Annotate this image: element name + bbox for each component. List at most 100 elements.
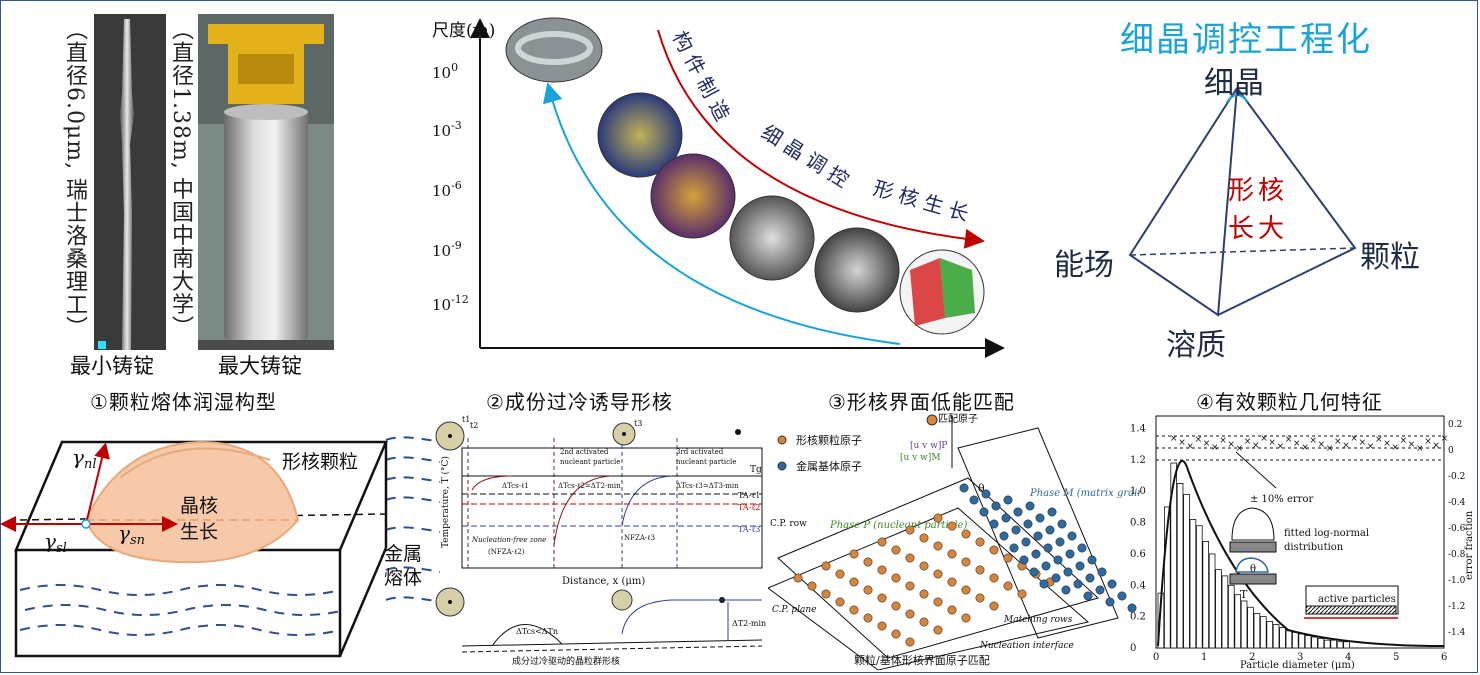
error-cross-17: × xyxy=(1309,436,1317,446)
error-cross-11: × xyxy=(1260,434,1268,444)
particle-atom-3 xyxy=(835,597,845,607)
panel3-matching: 形核颗粒原子 金属基体原子 匹配原子 Phase P (nucleant par… xyxy=(768,413,1140,670)
large-ingot-drawing xyxy=(198,14,334,350)
particle-atom-45 xyxy=(933,513,943,523)
legend-particle-dot xyxy=(777,435,787,445)
legend-matrix-dot xyxy=(777,461,787,471)
particle-atom-20 xyxy=(877,565,887,575)
p2-ta1: TA-ℓ1 xyxy=(738,491,760,500)
matrix-atom-0 xyxy=(959,483,969,493)
uvw-p: [u v w]P xyxy=(910,441,947,451)
label-grain-refinement: 细晶调控 xyxy=(757,120,858,195)
particle-atom-35 xyxy=(989,601,999,611)
hist-bar-3 xyxy=(1176,483,1184,649)
matrix-atom-25 xyxy=(1073,579,1083,589)
hist-bar-14 xyxy=(1247,606,1254,649)
p4-ytick-l-4: 0.8 xyxy=(1130,518,1146,529)
matrix-atom-39 xyxy=(1077,543,1087,553)
scale-ylabel: 尺度(m) xyxy=(432,21,495,41)
p4-xtick-3: 3 xyxy=(1297,652,1303,663)
cp-plane-label: C.P. plane xyxy=(772,605,817,615)
particle-atom-14 xyxy=(891,601,901,611)
particle-atom-19 xyxy=(863,557,873,567)
gamma-sl-sub: sl xyxy=(56,541,67,556)
hist-bar-15 xyxy=(1253,613,1261,649)
p4-ytick-l-0: 0 xyxy=(1130,643,1136,654)
legend-matrix: 金属基体原子 xyxy=(796,459,862,473)
theta-label: θ xyxy=(978,482,985,495)
particle-atom-31 xyxy=(933,569,943,579)
p2-bottom-caption: 成分过冷驱动的晶粒群形核 xyxy=(512,655,620,667)
hist-bar-25 xyxy=(1317,638,1325,649)
hist-bar-19 xyxy=(1279,627,1286,649)
svg-text:γnl: γnl xyxy=(72,445,96,472)
error-cross-33: × xyxy=(1441,434,1449,444)
cp-row-label: C.P. row xyxy=(770,519,807,529)
particle-atom-43 xyxy=(1003,581,1013,591)
p2-xaxis: Distance, x (μm) xyxy=(562,576,645,587)
matrix-atom-24 xyxy=(1063,567,1073,577)
scale-tick-4: 10-12 xyxy=(432,293,469,314)
casting-photo-circle xyxy=(597,92,683,178)
matrix-atom-5 xyxy=(1009,543,1019,553)
p2-third: 3rd activated xyxy=(676,448,724,456)
p4-yaxis-right: error fraction xyxy=(1464,510,1475,580)
p4-ytick-r-5: -0.8 xyxy=(1448,550,1466,560)
p2-nfz-b: NFZA-ℓ3 xyxy=(624,534,655,542)
particle-atom-42 xyxy=(989,573,999,583)
p4-ytick-r-2: -0.2 xyxy=(1448,472,1465,482)
p2-nfz: Nucleation-free zone xyxy=(471,536,546,544)
matrix-atom-10 xyxy=(991,501,1001,511)
p4-ytick-r-6: -1.0 xyxy=(1448,576,1466,586)
error-cross-23: × xyxy=(1359,438,1367,448)
phase-p-label: Phase P (nucleant particle) xyxy=(829,520,967,531)
hist-bar-21 xyxy=(1291,631,1299,649)
matrix-atom-19 xyxy=(1013,507,1023,517)
particle-atom-8 xyxy=(905,637,915,647)
particle-atom-30 xyxy=(919,561,929,571)
matrix-atom-15 xyxy=(1041,561,1051,571)
particle-atom-38 xyxy=(933,541,943,551)
particle-atom-50 xyxy=(1003,553,1013,563)
p2-t2: t2 xyxy=(470,421,478,430)
particle-atom-16 xyxy=(919,617,929,627)
p4-ytick-l-6: 1.2 xyxy=(1130,455,1146,466)
p4-t: T xyxy=(1240,588,1248,601)
large-ingot-caption: 最大铸锭 xyxy=(218,354,302,378)
particle-atom-5 xyxy=(863,613,873,623)
error-cross-9: × xyxy=(1244,437,1252,447)
matrix-atom-38 xyxy=(1067,531,1077,541)
matrix-atom-8 xyxy=(1039,579,1049,589)
particle-atom-44 xyxy=(1017,589,1027,599)
error-cross-3: × xyxy=(1195,435,1203,445)
interface-label: Nucleation interface xyxy=(979,641,1074,651)
matrix-atom-4 xyxy=(999,531,1009,541)
particle-atom-33 xyxy=(961,585,971,595)
particle-atom-49 xyxy=(989,545,999,555)
particle-atom-29 xyxy=(905,553,915,563)
error-cross-16: × xyxy=(1301,443,1309,453)
hist-bar-5 xyxy=(1189,519,1197,649)
label-melt-2: 熔体 xyxy=(384,567,422,589)
matrix-atom-20 xyxy=(1023,519,1033,529)
match-atom-label: 匹配原子 xyxy=(938,413,978,425)
particle-atom-1 xyxy=(807,581,817,591)
error-cross-25: × xyxy=(1375,435,1383,445)
p2-bottom-eq: ΔTcs<ΔTn xyxy=(516,627,558,636)
matrix-atom-44 xyxy=(1127,603,1137,613)
particle-atom-22 xyxy=(905,581,915,591)
gamma-nl-sub: nl xyxy=(84,457,97,472)
error-cross-31: × xyxy=(1424,437,1432,447)
fit-label-2: distribution xyxy=(1284,542,1344,553)
hist-bar-2 xyxy=(1170,462,1177,649)
matrix-atom-27 xyxy=(1025,501,1035,511)
matrix-atom-33 xyxy=(1085,573,1095,583)
p4-xtick-4: 4 xyxy=(1345,652,1351,663)
p4-ytick-l-7: 1.4 xyxy=(1130,424,1146,435)
p4-xtick-2: 2 xyxy=(1249,652,1255,663)
p4-ytick-r-4: -0.6 xyxy=(1448,524,1466,534)
particle-atom-17 xyxy=(933,625,943,635)
error-cross-8: × xyxy=(1236,444,1244,454)
